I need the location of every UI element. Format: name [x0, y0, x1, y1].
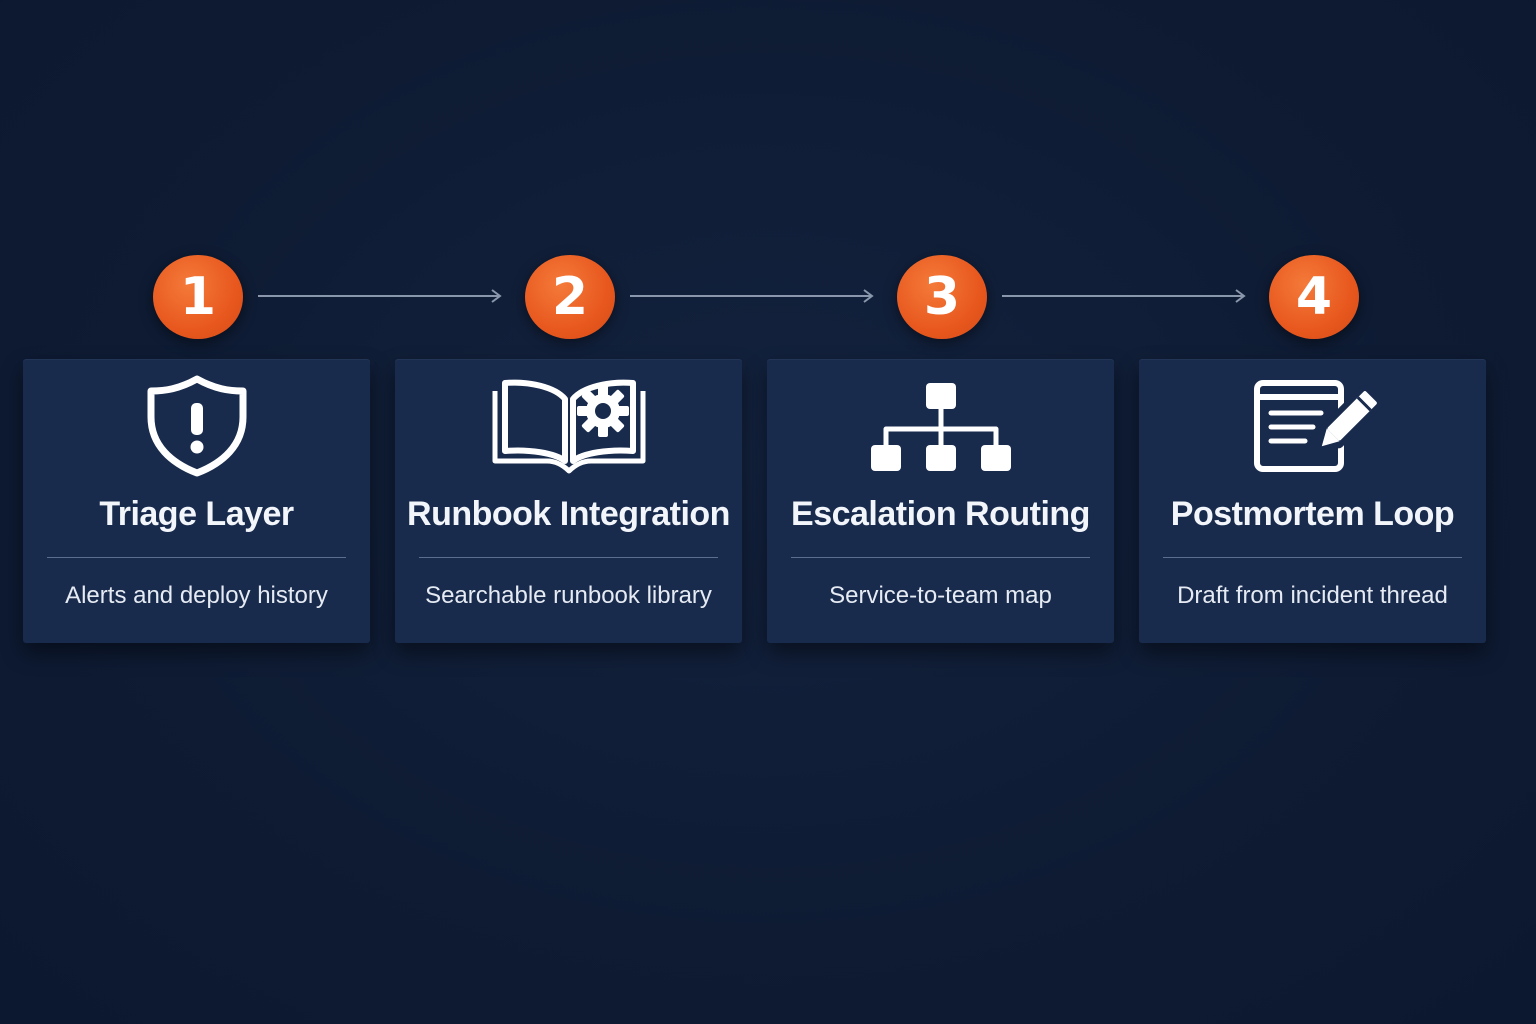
step-2-description: Searchable runbook library — [425, 582, 712, 609]
connector-arrow-1-2 — [258, 289, 502, 303]
step-2-divider — [419, 557, 718, 558]
step-3-title: Escalation Routing — [791, 495, 1090, 533]
step-2-title: Runbook Integration — [407, 495, 730, 533]
step-3-divider — [791, 557, 1090, 558]
connector-arrow-2-3 — [630, 289, 874, 303]
step-2-card: Runbook Integration Searchable runbook l… — [395, 359, 742, 643]
step-2-badge: 2 — [525, 255, 615, 339]
step-3-badge: 3 — [897, 255, 987, 339]
book-gear-icon — [395, 373, 742, 477]
step-4-badge: 4 — [1269, 255, 1359, 339]
step-4-title: Postmortem Loop — [1170, 495, 1455, 533]
org-chart-icon — [767, 373, 1114, 477]
step-4-description: Draft from incident thread — [1177, 582, 1448, 609]
step-3-description: Service-to-team map — [829, 582, 1052, 609]
step-1-card: Triage Layer Alerts and deploy history — [23, 359, 370, 643]
step-4-card: Postmortem Loop Draft from incident thre… — [1139, 359, 1486, 643]
step-1-divider — [47, 557, 346, 558]
shield-alert-icon — [23, 373, 370, 477]
step-4-divider — [1163, 557, 1462, 558]
step-3-card: Escalation Routing Service-to-team map — [767, 359, 1114, 643]
connector-arrow-3-4 — [1002, 289, 1246, 303]
step-1-title: Triage Layer — [99, 495, 294, 533]
step-1-badge: 1 — [153, 255, 243, 339]
step-1-description: Alerts and deploy history — [65, 582, 328, 609]
document-pencil-icon — [1139, 373, 1486, 477]
